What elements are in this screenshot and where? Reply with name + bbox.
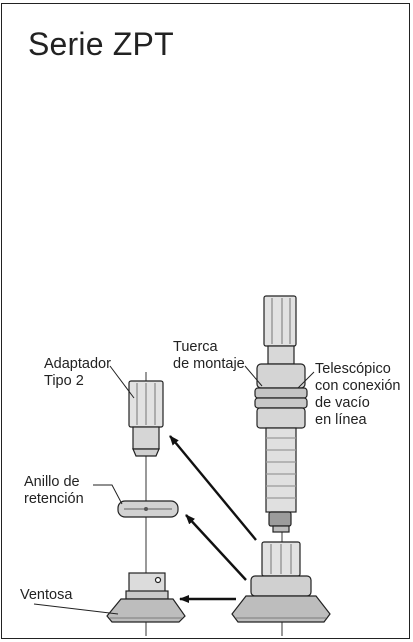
leader-tuerca (244, 365, 263, 387)
arrow-to-adaptador (169, 435, 257, 541)
label-anillo-de-retencion: Anillo de retención (24, 474, 84, 508)
ventosa-left-part (106, 572, 186, 623)
label-anillo-line-2: retención (24, 491, 84, 507)
arrow-to-anillo (185, 514, 247, 581)
label-telescopico-line-2: con conexión (315, 378, 401, 394)
leader-ventosa (33, 603, 119, 615)
label-tuerca-line-1: Tuerca (173, 339, 218, 355)
leader-telescopico (297, 371, 315, 389)
label-telescopico-line-1: Telescópico (315, 361, 391, 377)
label-telescopico-line-4: en línea (315, 412, 367, 428)
label-telescopico-line-3: de vacío (315, 395, 370, 411)
leader-adaptador (109, 365, 135, 399)
leader-anillo (93, 484, 123, 505)
anillo-de-retencion-part (117, 500, 179, 518)
telescopico-part (254, 295, 308, 533)
label-tuerca-line-2: de montaje (173, 356, 245, 372)
label-anillo-line-1: Anillo de (24, 474, 80, 490)
label-adaptador-line-1: Adaptador (44, 356, 111, 372)
diagram-frame (1, 3, 410, 639)
label-ventosa: Ventosa (20, 587, 73, 603)
label-telescopico: Telescópico con conexión de vacío en lín… (315, 361, 400, 429)
label-adaptador-line-2: Tipo 2 (44, 373, 84, 389)
ventosa-right-part (231, 541, 331, 623)
label-tuerca-de-montaje: Tuerca de montaje (173, 339, 245, 373)
diagram-title: Serie ZPT (28, 26, 174, 62)
label-adaptador-tipo-2: Adaptador Tipo 2 (44, 356, 111, 390)
adaptador-tipo-2-part (128, 380, 164, 457)
